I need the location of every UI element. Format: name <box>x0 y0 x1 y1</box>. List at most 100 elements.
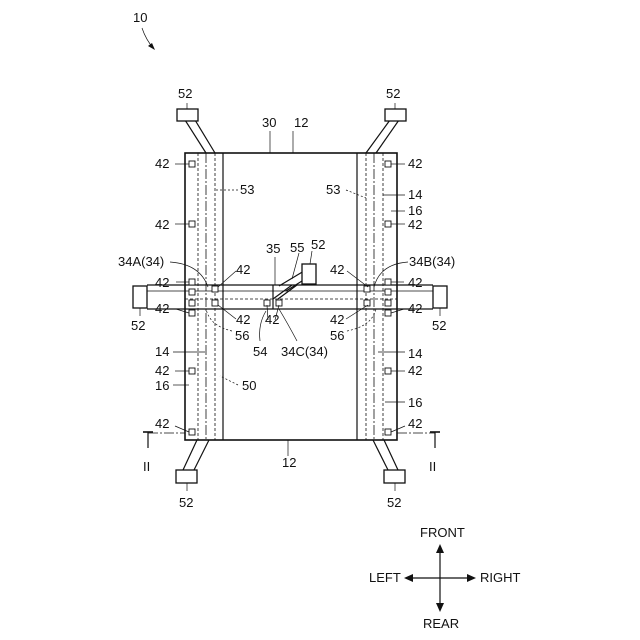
arm-top-left-a <box>185 120 206 153</box>
fastener-square <box>385 368 391 374</box>
leader <box>175 426 189 432</box>
label-42-right-4: 42 <box>408 416 422 431</box>
label-16-right-top: 16 <box>408 203 422 218</box>
direction-rear: REAR <box>423 616 459 631</box>
arm-bottom-left-b <box>194 440 209 470</box>
figure-pointer-arrowhead <box>148 43 155 50</box>
compass-arrow-down <box>436 603 444 612</box>
fastener-square <box>189 310 195 316</box>
label-42-right-beam-bottom: 42 <box>408 301 422 316</box>
leader <box>391 426 405 432</box>
label-42-right-3: 42 <box>408 363 422 378</box>
compass-arrow-left <box>404 574 413 582</box>
fastener-square <box>189 429 195 435</box>
label-34c: 34C(34) <box>281 344 328 359</box>
label-52-bottom-right: 52 <box>387 495 401 510</box>
label-42-right-inner-bottom: 42 <box>330 312 344 327</box>
label-34b: 34B(34) <box>409 254 455 269</box>
label-34a: 34A(34) <box>118 254 164 269</box>
label-42-left-4: 42 <box>155 416 169 431</box>
fastener-square <box>385 221 391 227</box>
main-frame-outline <box>185 153 397 440</box>
label-section-left: II <box>143 459 150 474</box>
label-30: 30 <box>262 115 276 130</box>
label-42-left-2: 42 <box>155 217 169 232</box>
center-strut-a <box>279 271 304 286</box>
fastener-square <box>189 279 195 285</box>
label-12-bottom: 12 <box>282 455 296 470</box>
label-16-right: 16 <box>408 395 422 410</box>
fastener-square <box>364 286 370 292</box>
figure-number-label: 10 <box>133 10 147 25</box>
arm-top-left-b <box>195 120 215 153</box>
center-joint-diagonal <box>273 285 292 299</box>
label-42-right-beam-top: 42 <box>408 275 422 290</box>
fasteners <box>189 161 391 435</box>
label-14-left: 14 <box>155 344 169 359</box>
compass-arrow-up <box>436 544 444 553</box>
label-55: 55 <box>290 240 304 255</box>
label-42-left-inner-top: 42 <box>236 262 250 277</box>
label-section-right: II <box>429 459 436 474</box>
label-53-left: 53 <box>240 182 254 197</box>
label-42-center: 42 <box>265 312 279 327</box>
leader <box>347 309 376 331</box>
label-42-right-2: 42 <box>408 217 422 232</box>
label-12-top: 12 <box>294 115 308 130</box>
fastener-square <box>212 286 218 292</box>
pad-bottom-left <box>176 470 197 483</box>
label-42-left-beam-bottom: 42 <box>155 301 169 316</box>
label-42-left-beam-top: 42 <box>155 275 169 290</box>
label-14-right-top: 14 <box>408 187 422 202</box>
label-52-center: 52 <box>311 237 325 252</box>
label-54: 54 <box>253 344 267 359</box>
label-52-bottom-left: 52 <box>179 495 193 510</box>
pad-right <box>433 286 447 308</box>
center-joint-diagonal-2 <box>278 285 297 299</box>
label-42-right-1: 42 <box>408 156 422 171</box>
leader <box>310 251 312 264</box>
leader <box>206 309 232 331</box>
label-53-right: 53 <box>326 182 340 197</box>
direction-front: FRONT <box>420 525 465 540</box>
fastener-square <box>364 300 370 306</box>
label-50: 50 <box>242 378 256 393</box>
label-42-left-1: 42 <box>155 156 169 171</box>
fastener-square <box>385 310 391 316</box>
label-42-left-inner-bottom: 42 <box>236 312 250 327</box>
pad-center <box>302 264 316 284</box>
label-42-left-3: 42 <box>155 363 169 378</box>
fastener-square <box>212 300 218 306</box>
pad-top-left <box>177 109 198 121</box>
pads <box>133 109 447 483</box>
label-52-top-right: 52 <box>386 86 400 101</box>
label-52-right: 52 <box>432 318 446 333</box>
fastener-square <box>385 279 391 285</box>
leader <box>218 305 236 319</box>
fastener-square <box>385 161 391 167</box>
arm-top-right-b <box>376 120 399 153</box>
label-52-left: 52 <box>131 318 145 333</box>
label-14-right: 14 <box>408 346 422 361</box>
fastener-square <box>189 300 195 306</box>
label-16-left: 16 <box>155 378 169 393</box>
compass-arrow-right <box>467 574 476 582</box>
direction-right: RIGHT <box>480 570 521 585</box>
label-52-top-left: 52 <box>178 86 192 101</box>
fastener-square <box>189 221 195 227</box>
arm-bottom-left-a <box>183 440 197 470</box>
direction-compass: FRONT REAR LEFT RIGHT <box>369 525 521 631</box>
direction-left: LEFT <box>369 570 401 585</box>
pad-bottom-right <box>384 470 405 483</box>
label-56-right: 56 <box>330 328 344 343</box>
pad-top-right <box>385 109 406 121</box>
leader <box>346 190 366 198</box>
pad-left <box>133 286 147 308</box>
label-35: 35 <box>266 241 280 256</box>
main-frame <box>185 153 397 440</box>
fastener-square <box>385 289 391 295</box>
fastener-square <box>385 300 391 306</box>
fastener-square <box>385 429 391 435</box>
arm-top-right-a <box>366 120 390 153</box>
